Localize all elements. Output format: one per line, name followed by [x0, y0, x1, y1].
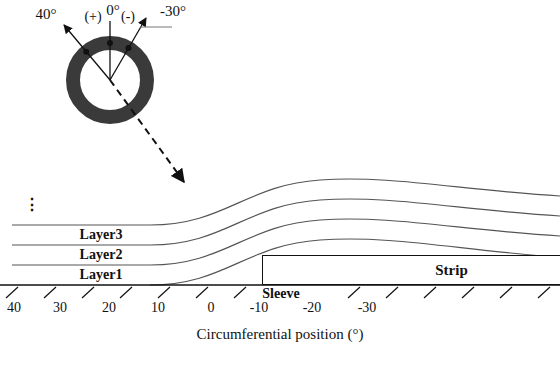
strip-box: Strip: [262, 255, 560, 285]
angle-label: 40°: [36, 7, 57, 22]
axis-title: Circumferential position (°): [197, 327, 364, 342]
zero-line: [109, 21, 110, 80]
tick-label: -10: [250, 301, 269, 315]
layer-label: Layer1: [80, 268, 123, 282]
layer-lines: [12, 179, 560, 285]
tick-label: 0: [208, 301, 215, 315]
sign-label: (-): [121, 10, 135, 24]
layer-label: Layer2: [80, 248, 123, 262]
reference-line: [140, 27, 172, 28]
marker-dot: [83, 49, 89, 55]
layer-label: Layer3: [80, 228, 123, 242]
part-label: Sleeve: [262, 287, 299, 301]
tick-label: 20: [102, 301, 116, 315]
tick-label: -30: [358, 301, 377, 315]
ellipsis: ⋮: [24, 197, 40, 213]
angle-label: 0°: [106, 3, 120, 18]
marker-dot: [126, 45, 132, 51]
dashed-arrow: [110, 80, 184, 182]
angle-label: -30°: [160, 4, 186, 19]
tick-label: 40: [7, 301, 21, 315]
sign-label: (+): [84, 10, 101, 24]
tick-label: -20: [303, 301, 322, 315]
tick-label: 30: [53, 301, 67, 315]
plus-arrow: [64, 25, 110, 80]
tick-label: 10: [151, 301, 165, 315]
strip-label: Strip: [435, 262, 468, 279]
marker-dot: [107, 40, 113, 46]
